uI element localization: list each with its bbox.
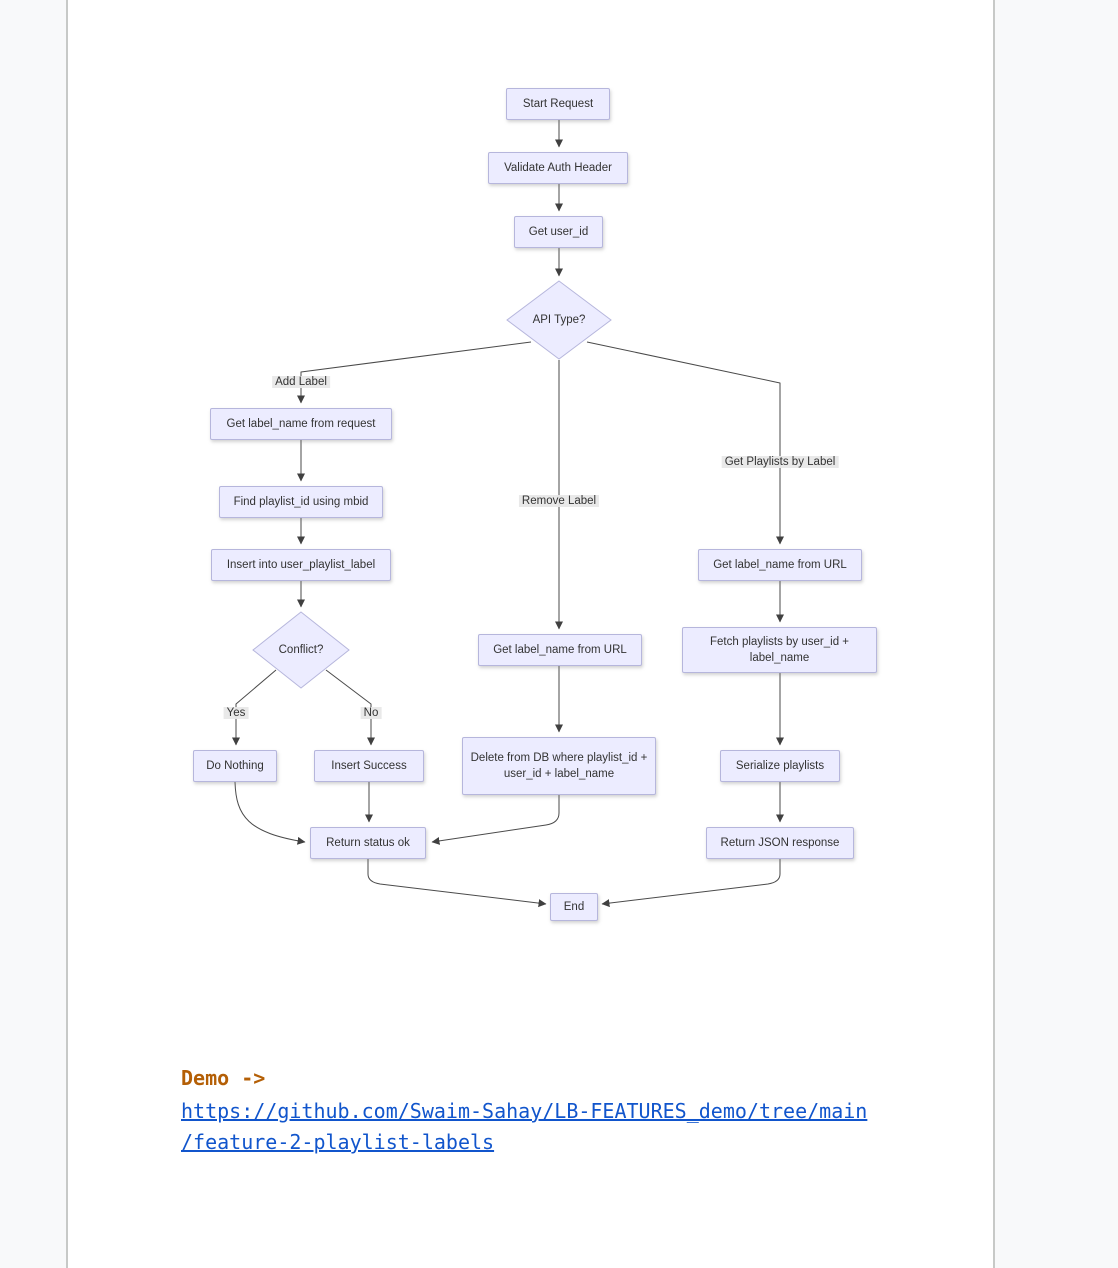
edge-label-add-label: Add Label xyxy=(272,376,330,388)
demo-label: Demo -> xyxy=(181,1066,266,1090)
edge-label-remove-label: Remove Label xyxy=(518,495,600,507)
node-return-json-response: Return JSON response xyxy=(706,827,854,859)
node-fetch-playlists: Fetch playlists by user_id + label_name xyxy=(682,627,877,673)
node-start-request: Start Request xyxy=(506,88,610,120)
node-get-label-name-from-url-get: Get label_name from URL xyxy=(698,549,862,581)
edge-label-yes: Yes xyxy=(223,707,249,719)
decision-api-type-label: API Type? xyxy=(532,314,586,326)
edge-label-get-playlists-by-label: Get Playlists by Label xyxy=(721,456,839,468)
node-insert-success: Insert Success xyxy=(314,750,424,782)
node-find-playlist-id-using-mbid: Find playlist_id using mbid xyxy=(219,486,383,518)
github-repo-link-line2[interactable]: /feature-2-playlist-labels xyxy=(181,1130,495,1154)
github-repo-link[interactable]: https://github.com/Swaim-Sahay/LB-FEATUR… xyxy=(181,1096,867,1158)
node-do-nothing: Do Nothing xyxy=(193,750,277,782)
node-return-status-ok: Return status ok xyxy=(310,827,426,859)
node-delete-from-db: Delete from DB where playlist_id + user_… xyxy=(462,737,656,795)
node-get-label-name-from-request: Get label_name from request xyxy=(210,408,392,440)
node-insert-into-user-playlist-label: Insert into user_playlist_label xyxy=(211,549,391,581)
edge-label-no: No xyxy=(360,707,382,719)
decision-conflict-label: Conflict? xyxy=(278,644,324,656)
node-end: End xyxy=(550,893,598,921)
node-serialize-playlists: Serialize playlists xyxy=(720,750,840,782)
node-validate-auth-header: Validate Auth Header xyxy=(488,152,628,184)
node-get-label-name-from-url-remove: Get label_name from URL xyxy=(478,634,642,666)
github-repo-link-line1[interactable]: https://github.com/Swaim-Sahay/LB-FEATUR… xyxy=(181,1099,868,1123)
node-get-user-id: Get user_id xyxy=(514,216,603,248)
